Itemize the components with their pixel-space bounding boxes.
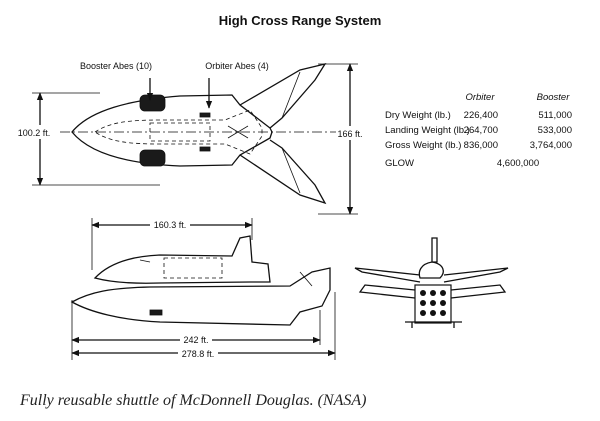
orbiter-engine-icon [199, 112, 211, 118]
dry-orbiter: 226,400 [464, 110, 498, 121]
landing-orbiter: 264,700 [464, 125, 498, 136]
row-label-dry: Dry Weight (lb.) [385, 110, 451, 121]
side-view: 160.3 ft. 242 ft. 278.8 ft. [70, 218, 336, 360]
booster-abes-label: Booster Abes (10) [80, 61, 152, 71]
dry-booster: 511,000 [538, 110, 572, 121]
glow-label: GLOW [385, 158, 414, 169]
glow-value: 4,600,000 [497, 158, 539, 169]
booster-fuselage-top [71, 94, 273, 167]
orbiter-abes-label: Orbiter Abes (4) [205, 61, 269, 71]
span-dimension-label: 166 ft. [337, 129, 362, 139]
width-dimension-label: 100.2 ft. [18, 128, 51, 138]
figure-caption: Fully reusable shuttle of McDonnell Doug… [19, 392, 366, 409]
row-label-gross: Gross Weight (lb.) [385, 140, 461, 151]
table-header-orbiter: Orbiter [465, 92, 495, 103]
table-header-booster: Booster [537, 92, 571, 103]
top-view: Booster Abes (10) Orbiter Abes (4) 100.2… [10, 61, 364, 215]
landing-booster: 533,000 [538, 125, 572, 136]
booster-engine-pod-bottom [139, 149, 166, 167]
booster-lower-wing [239, 139, 327, 205]
booster-upper-wing [239, 62, 327, 129]
orbiter-side-profile [93, 235, 271, 284]
row-label-landing: Landing Weight (lb.) [385, 125, 470, 136]
gross-orbiter: 836,000 [464, 140, 498, 151]
orbiter-length-label: 160.3 ft. [154, 220, 187, 230]
overall-length-label: 278.8 ft. [182, 349, 215, 359]
orbiter-payload-bay [163, 257, 223, 279]
booster-side-profile [70, 267, 331, 326]
weights-table: Orbiter Booster Dry Weight (lb.) 226,400… [385, 92, 572, 169]
booster-length-label: 242 ft. [183, 335, 208, 345]
engine-grid [420, 290, 446, 316]
gross-booster: 3,764,000 [530, 140, 572, 151]
front-view [354, 237, 509, 328]
diagram-title: High Cross Range System [219, 13, 382, 28]
booster-engine-pod-top [139, 94, 166, 112]
